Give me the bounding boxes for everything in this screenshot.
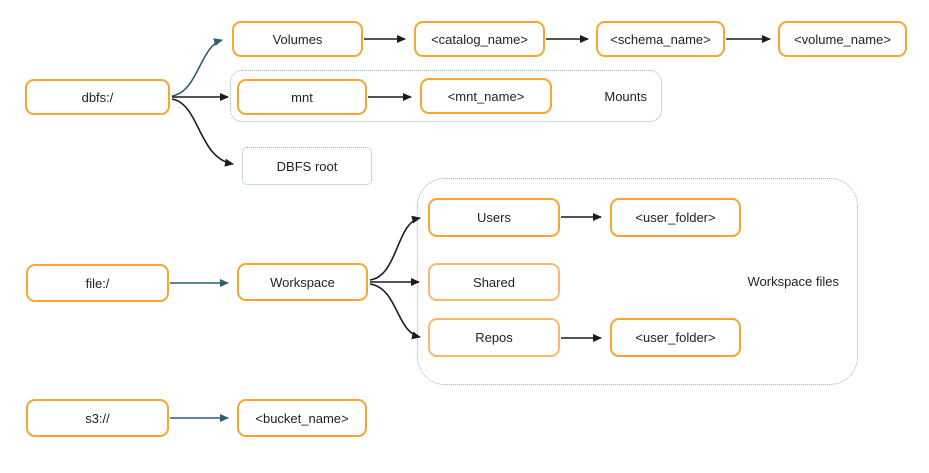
node-workspace: Workspace: [237, 263, 368, 301]
arrow-dbfs-to-volumes: [171, 38, 223, 97]
node-mnt: mnt: [237, 79, 367, 115]
node-users: Users: [428, 198, 560, 237]
node-bucket-name: <bucket_name>: [237, 399, 367, 437]
node-catalog-name: <catalog_name>: [414, 21, 545, 57]
node-file: file:/: [26, 264, 169, 302]
node-user-folder-top: <user_folder>: [610, 198, 741, 237]
node-dbfs: dbfs:/: [25, 79, 170, 115]
group-workspace-files-label: Workspace files: [747, 274, 839, 289]
node-repos: Repos: [428, 318, 560, 357]
arrow-workspace-to-repos: [369, 283, 421, 340]
group-mounts: Mounts: [230, 70, 662, 122]
node-volumes: Volumes: [232, 21, 363, 57]
arrow-workspace-to-users: [369, 215, 421, 281]
node-mnt-name: <mnt_name>: [420, 78, 552, 114]
node-dbfs-root: DBFS root: [242, 147, 372, 185]
group-mounts-label: Mounts: [604, 88, 647, 104]
node-volume-name: <volume_name>: [778, 21, 907, 57]
node-shared: Shared: [428, 263, 560, 301]
arrow-dbfs-to-dbfs-root: [171, 98, 234, 167]
node-s3: s3://: [26, 399, 169, 437]
node-user-folder-bottom: <user_folder>: [610, 318, 741, 357]
node-schema-name: <schema_name>: [596, 21, 725, 57]
